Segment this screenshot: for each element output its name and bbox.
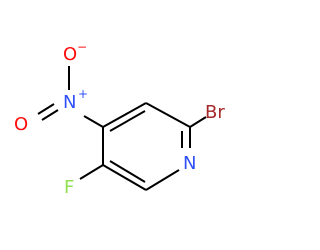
atom-nitrogen-nitro: N <box>63 92 76 113</box>
bond-c4-nnitro <box>83 115 104 128</box>
bond-c5-f <box>79 164 104 180</box>
molecule-diagram: O − N + O Br N F <box>14 40 225 198</box>
bond-n1-c6 <box>145 169 180 191</box>
bond-c6-c5-inner <box>109 160 146 183</box>
atom-bromine: Br <box>205 102 225 123</box>
atom-fluorine: F <box>64 177 74 198</box>
bond-c4-c3 <box>102 102 147 128</box>
charge-minus: − <box>77 40 87 54</box>
bond-c6-c5 <box>102 164 147 191</box>
atom-nitrogen-ring: N <box>183 153 196 174</box>
atom-oxygen-top: O <box>63 44 77 65</box>
bond-c2-br <box>189 116 207 128</box>
atom-oxygen-left: O <box>14 114 28 135</box>
structure-canvas: O − N + O Br N F <box>14 40 225 198</box>
bond-n-o-left <box>41 109 59 121</box>
bond-c4-c3-inner <box>109 110 146 132</box>
bond-c3-c2 <box>145 102 191 128</box>
bonds <box>37 66 207 191</box>
bond-n-o-left-second <box>37 103 55 115</box>
charge-plus: + <box>78 87 88 101</box>
